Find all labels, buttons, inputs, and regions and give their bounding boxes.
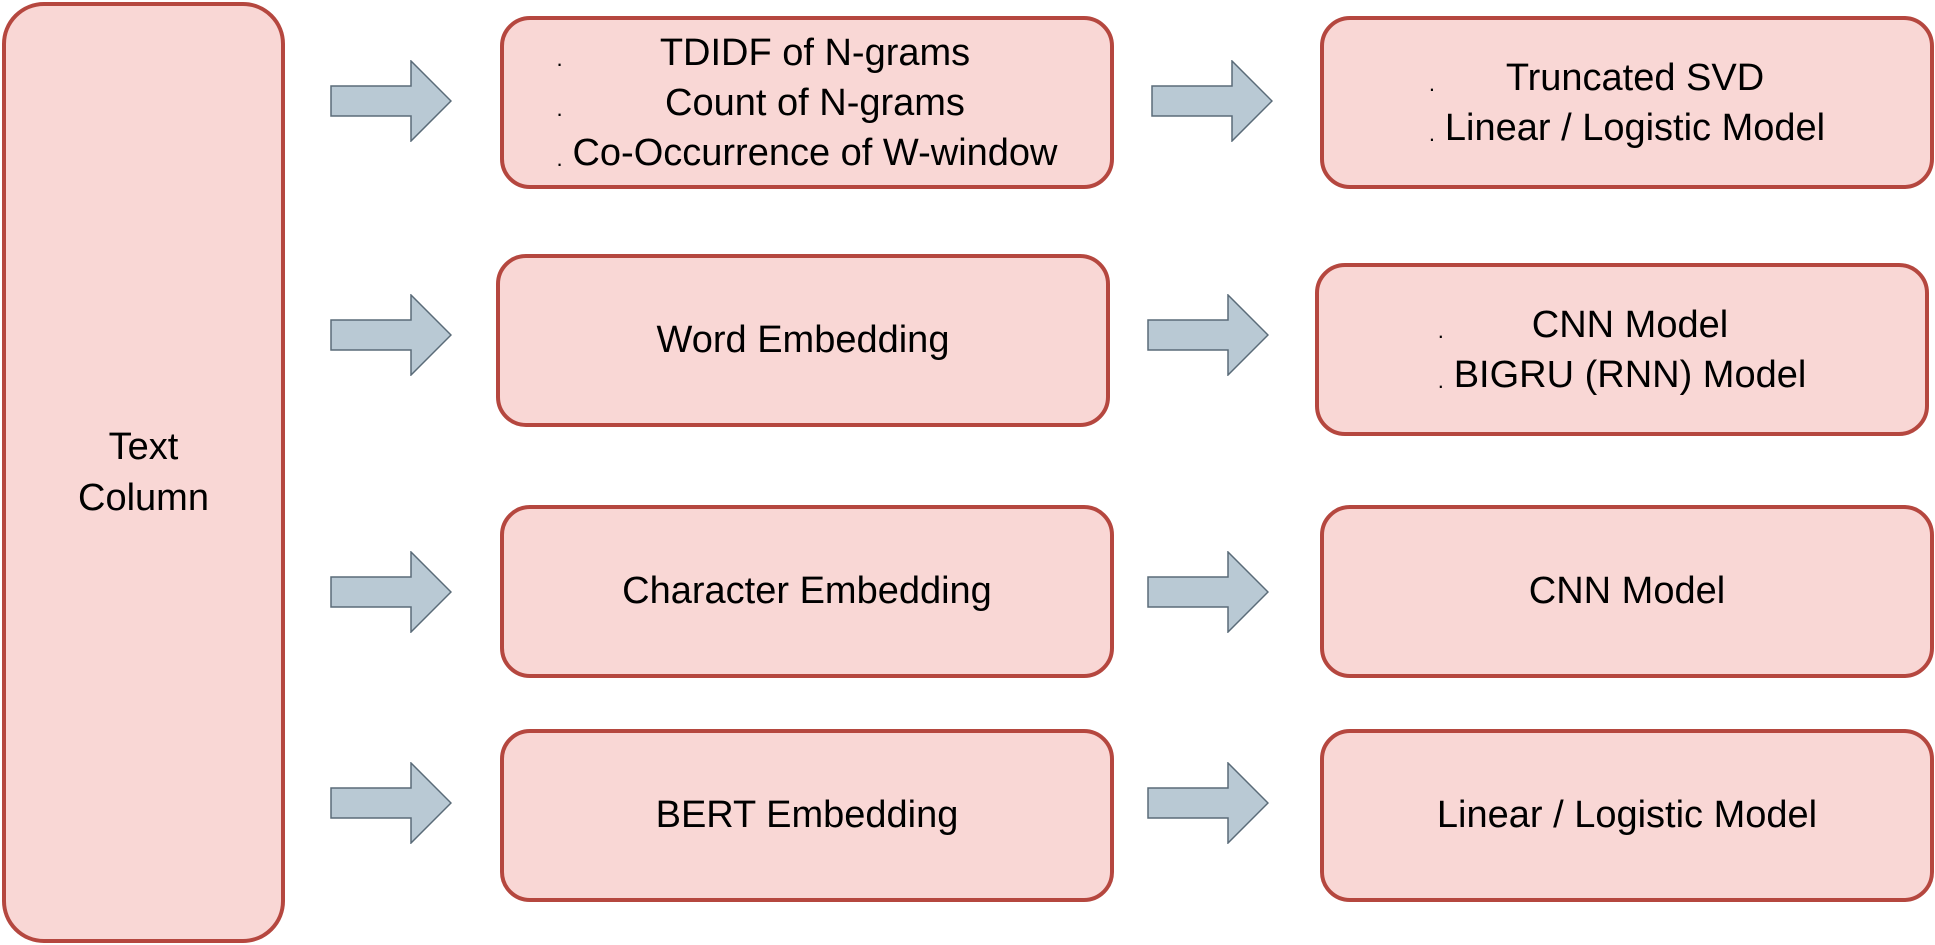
list-item-text: Linear / Logistic Model [1444,106,1826,149]
list-item-text: BIGRU (RNN) Model [1453,353,1807,396]
model-node-cnn: CNN Model [1320,505,1934,678]
bullet-icon: . [1428,120,1436,146]
feature-label-character-embedding: Character Embedding [622,570,992,612]
right-arrow-icon [1151,60,1273,142]
feature-label-word-embedding: Word Embedding [656,319,950,361]
feature-node-word-embedding: Word Embedding [496,254,1110,427]
right-arrow-icon [330,294,452,376]
text-column-label: Text Column [78,422,209,524]
bullet-icon: . [556,145,563,171]
list-item: . BIGRU (RNN) Model [1438,350,1807,400]
list-item-text: Count of N-grams [665,81,965,124]
feature-node-ngrams: . TDIDF of N-grams . Count of N-grams . … [500,16,1114,189]
bullet-icon: . [556,45,563,71]
model-list-svd-linear: . Truncated SVD . Linear / Logistic Mode… [1429,53,1825,153]
list-item-text: CNN Model [1531,303,1729,346]
model-node-svd-linear: . Truncated SVD . Linear / Logistic Mode… [1320,16,1934,189]
text-column-node: Text Column [2,2,285,943]
model-label-cnn: CNN Model [1528,570,1726,612]
right-arrow-icon [1147,294,1269,376]
right-arrow-icon [1147,762,1269,844]
feature-label-bert-embedding: BERT Embedding [655,794,959,836]
list-item: . CNN Model [1438,300,1807,350]
list-item-text: Truncated SVD [1505,56,1765,99]
right-arrow-icon [1147,551,1269,633]
list-item: . Co-Occurrence of W-window [556,128,1057,178]
model-node-cnn-bigru: . CNN Model . BIGRU (RNN) Model [1315,263,1929,436]
text-column-label-line2: Column [78,476,209,519]
list-item-text: TDIDF of N-grams [659,31,971,74]
list-item: . TDIDF of N-grams [556,28,1057,78]
list-item: . Truncated SVD [1429,53,1825,103]
list-item-text: Co-Occurrence of W-window [572,131,1058,174]
feature-node-bert-embedding: BERT Embedding [500,729,1114,902]
model-label-linear-logistic: Linear / Logistic Model [1436,794,1818,836]
bullet-icon: . [1437,367,1444,393]
bullet-icon: . [1428,70,1436,96]
model-list-cnn-bigru: . CNN Model . BIGRU (RNN) Model [1438,300,1807,400]
bullet-icon: . [1437,317,1444,343]
feature-node-character-embedding: Character Embedding [500,505,1114,678]
right-arrow-icon [330,551,452,633]
model-node-linear-logistic: Linear / Logistic Model [1320,729,1934,902]
feature-list-ngrams: . TDIDF of N-grams . Count of N-grams . … [556,28,1057,178]
bullet-icon: . [556,95,563,121]
list-item: . Count of N-grams [556,78,1057,128]
list-item: . Linear / Logistic Model [1429,103,1825,153]
right-arrow-icon [330,762,452,844]
right-arrow-icon [330,60,452,142]
text-column-label-line1: Text [108,425,179,468]
